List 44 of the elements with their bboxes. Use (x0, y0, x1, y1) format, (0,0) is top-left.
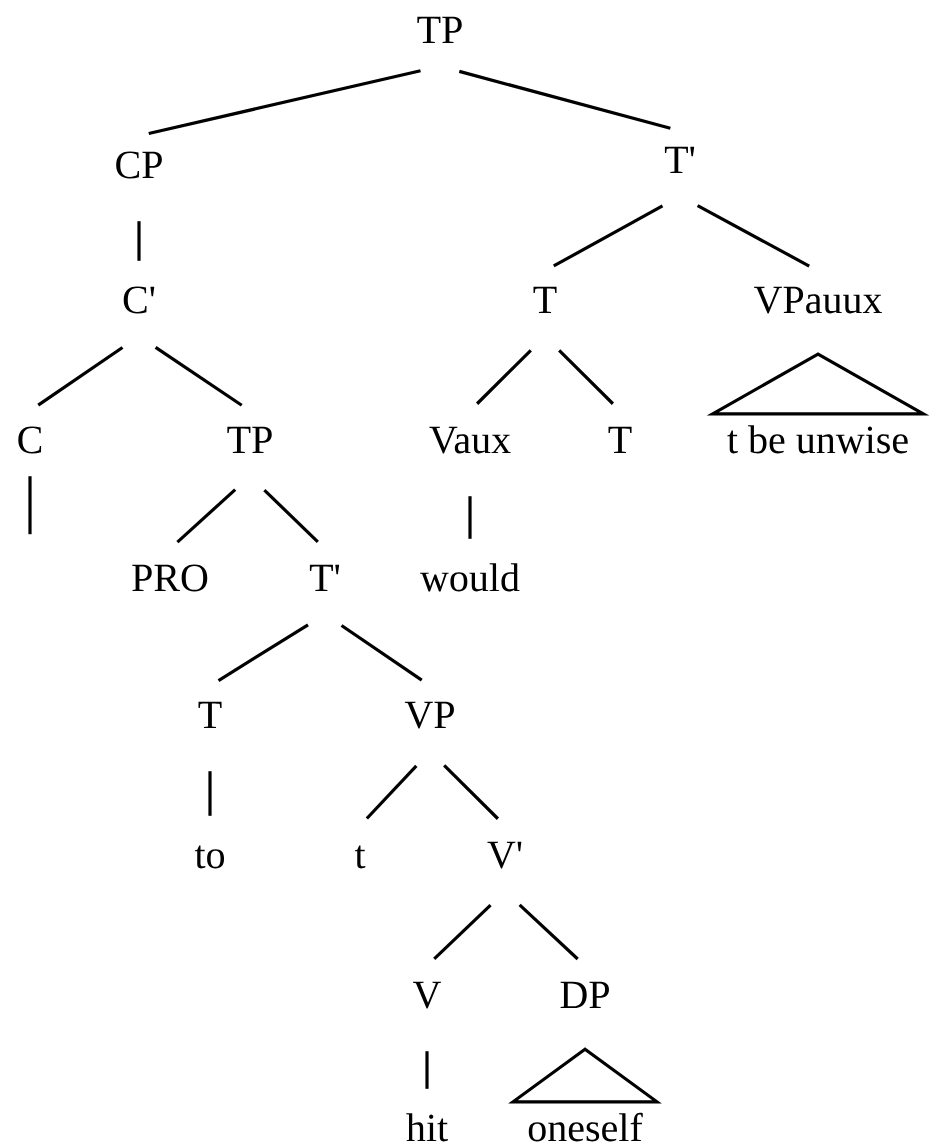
branch-line (553, 204, 664, 268)
branch-line (217, 623, 309, 682)
branch-line (154, 346, 243, 407)
branch-line (208, 771, 212, 816)
node-label: V (413, 981, 441, 1009)
node-label: t be unwise (727, 425, 908, 454)
node-label: hit (406, 1113, 448, 1142)
node-label: to (194, 845, 225, 869)
branch-line (425, 1051, 429, 1089)
node-label: VP (404, 701, 454, 729)
branch-line (148, 69, 421, 136)
node-label: CP (116, 151, 162, 179)
branch-line (37, 346, 124, 407)
branch-line (518, 903, 579, 961)
branch-line (443, 764, 500, 820)
node-label: T' (309, 564, 340, 591)
node-label: VPauux (754, 286, 882, 314)
node-label: T (533, 286, 557, 313)
node-label: Vaux (429, 426, 511, 454)
branch-line (365, 764, 418, 820)
branch-line (176, 488, 237, 544)
node-label: oneself (528, 1112, 643, 1142)
node-label: C (18, 426, 42, 454)
branch-line (458, 69, 671, 130)
node-label: DP (560, 981, 609, 1009)
branch-line (137, 221, 141, 261)
node-label: TP (417, 16, 462, 43)
node-label: T (198, 701, 222, 728)
node-label: C' (123, 286, 155, 314)
branch-line (558, 349, 615, 405)
node-label: T' (664, 146, 695, 173)
branch-line (475, 349, 532, 405)
node-label: T (608, 426, 632, 453)
branch-line (28, 476, 32, 535)
branch-line (696, 204, 810, 268)
branch-line (433, 903, 492, 961)
node-label: t (354, 845, 366, 869)
branch-line (340, 624, 423, 682)
node-label: TP (227, 426, 272, 453)
branch-line (263, 488, 319, 543)
node-label: would (420, 563, 520, 592)
branch-line (468, 496, 472, 539)
node-label: PRO (132, 564, 208, 592)
node-label: V' (487, 841, 522, 869)
